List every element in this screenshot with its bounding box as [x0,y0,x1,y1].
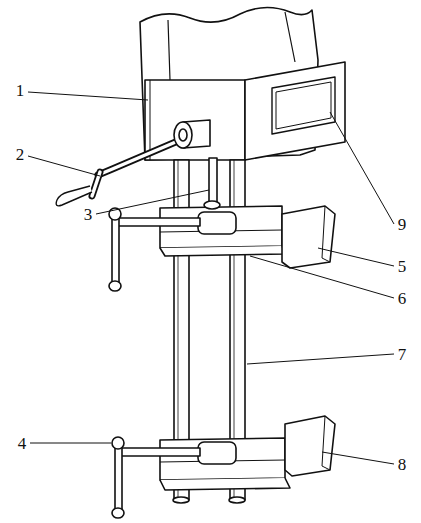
callout-number: 2 [14,145,27,164]
callout-number: 7 [396,345,409,364]
callout-number: 8 [396,455,409,474]
callout-number: 9 [396,215,409,234]
callout-number: 5 [396,257,409,276]
callout-number: 3 [82,205,95,224]
callout-number: 4 [16,434,29,453]
callout-number: 6 [396,289,409,308]
leader-lines [28,92,394,464]
callout-number: 1 [14,81,27,100]
